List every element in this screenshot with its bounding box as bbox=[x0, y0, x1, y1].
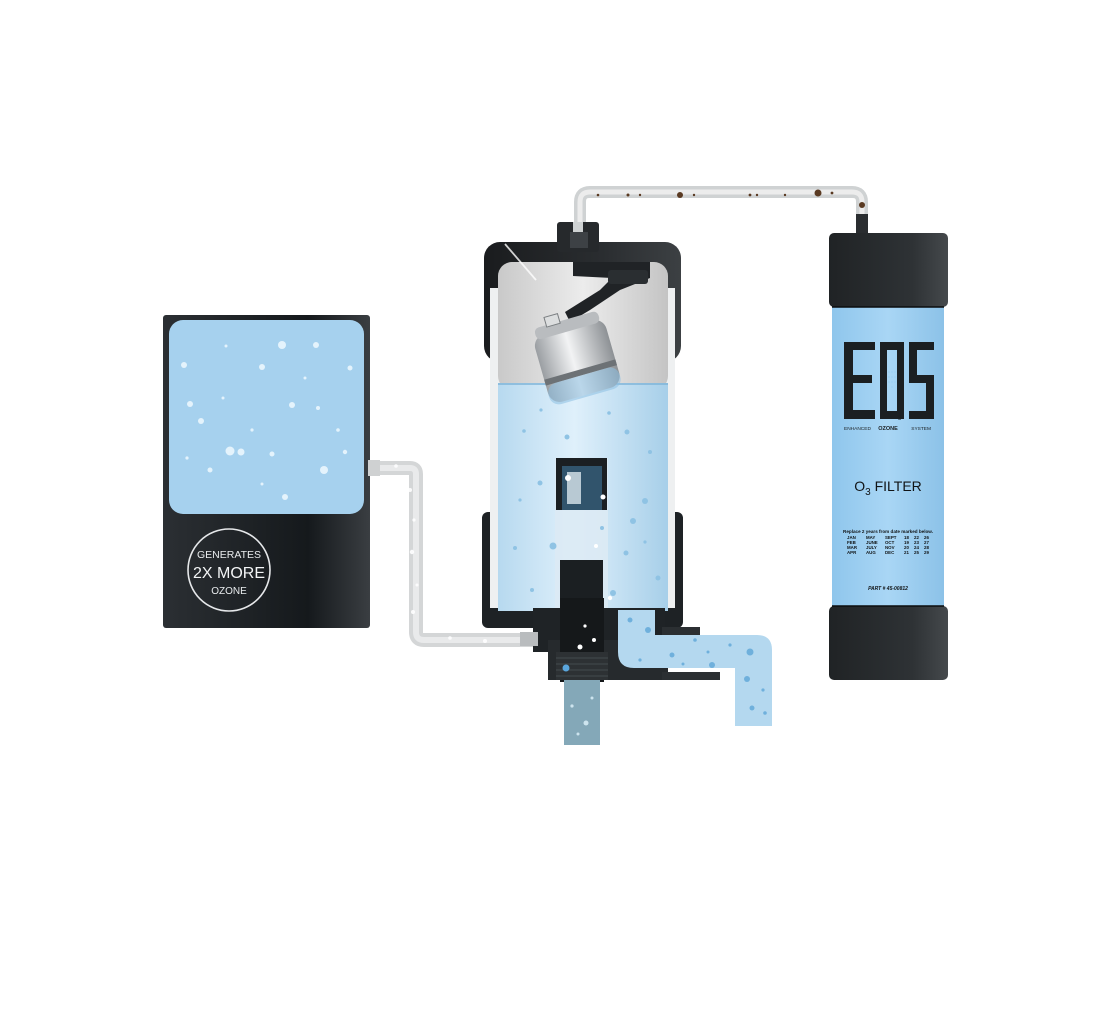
filter-name-subscript: 3 bbox=[865, 487, 871, 498]
year-c1-r1: 18 bbox=[904, 535, 909, 540]
month-c3-r3: NOV bbox=[885, 545, 895, 550]
month-c2-r2: JUNE bbox=[866, 540, 878, 545]
month-c2-r1: MAY bbox=[866, 535, 875, 540]
year-c2-r4: 25 bbox=[914, 550, 919, 555]
filter-name: O3 FILTER bbox=[854, 478, 922, 498]
month-c3-r1: SEPT bbox=[885, 535, 897, 540]
air-tube-inlet bbox=[370, 461, 535, 647]
ozone-generator: GENERATES 2X MORE OZONE bbox=[163, 315, 380, 628]
badge-ring bbox=[187, 528, 271, 612]
filter-top-cap bbox=[829, 233, 948, 307]
replace-note: Replace 2 years from date marked below. bbox=[843, 529, 933, 534]
badge-line-1: GENERATES bbox=[197, 549, 261, 561]
mixing-tank bbox=[482, 222, 772, 745]
year-c1-r3: 20 bbox=[904, 545, 909, 550]
year-c2-r3: 24 bbox=[914, 545, 919, 550]
year-c3-r1: 26 bbox=[924, 535, 929, 540]
tank-bubbles bbox=[513, 408, 661, 596]
month-c1-r2: FEB bbox=[847, 540, 856, 545]
month-c2-r4: AUG bbox=[866, 550, 876, 555]
filter-name-suffix: FILTER bbox=[871, 478, 922, 494]
year-c3-r3: 28 bbox=[924, 545, 929, 550]
air-tube-outlet bbox=[574, 186, 868, 236]
year-c2-r2: 23 bbox=[914, 540, 919, 545]
o3-filter: 3 ENHANCED OZONE SYSTEM O3 FILTER Replac… bbox=[829, 233, 948, 680]
badge-line-2: 2X MORE bbox=[193, 565, 265, 582]
month-c3-r2: OCT bbox=[885, 540, 895, 545]
generator-window bbox=[169, 320, 364, 514]
generator-port bbox=[368, 460, 380, 476]
year-c1-r4: 21 bbox=[904, 550, 909, 555]
month-c2-r3: JULY bbox=[866, 545, 877, 550]
year-c3-r2: 27 bbox=[924, 540, 929, 545]
year-c2-r1: 22 bbox=[914, 535, 919, 540]
year-c1-r2: 19 bbox=[904, 540, 909, 545]
year-c3-r4: 29 bbox=[924, 550, 929, 555]
eos-logo bbox=[844, 342, 934, 419]
float-valve bbox=[534, 311, 621, 405]
logo-subscript: 3 bbox=[898, 416, 902, 422]
logo-tagline-right: SYSTEM bbox=[911, 426, 931, 432]
month-c3-r4: DEC bbox=[885, 550, 895, 555]
venturi-bubbles bbox=[565, 475, 613, 650]
filter-bottom-cap bbox=[829, 606, 948, 680]
badge-line-3: OZONE bbox=[211, 586, 247, 597]
logo-tagline-left: ENHANCED bbox=[844, 426, 871, 432]
month-c1-r1: JAN bbox=[847, 535, 856, 540]
replacement-date-grid: JAN FEB MAR APR MAY JUNE JULY AUG SEPT O… bbox=[847, 535, 929, 555]
filter-name-prefix: O bbox=[854, 478, 865, 494]
generator-bubbles bbox=[181, 341, 353, 500]
month-c1-r4: APR bbox=[847, 550, 857, 555]
logo-tagline-center: OZONE bbox=[878, 426, 898, 432]
month-c1-r3: MAR bbox=[847, 545, 858, 550]
part-number: PART # 45-00812 bbox=[868, 586, 908, 592]
